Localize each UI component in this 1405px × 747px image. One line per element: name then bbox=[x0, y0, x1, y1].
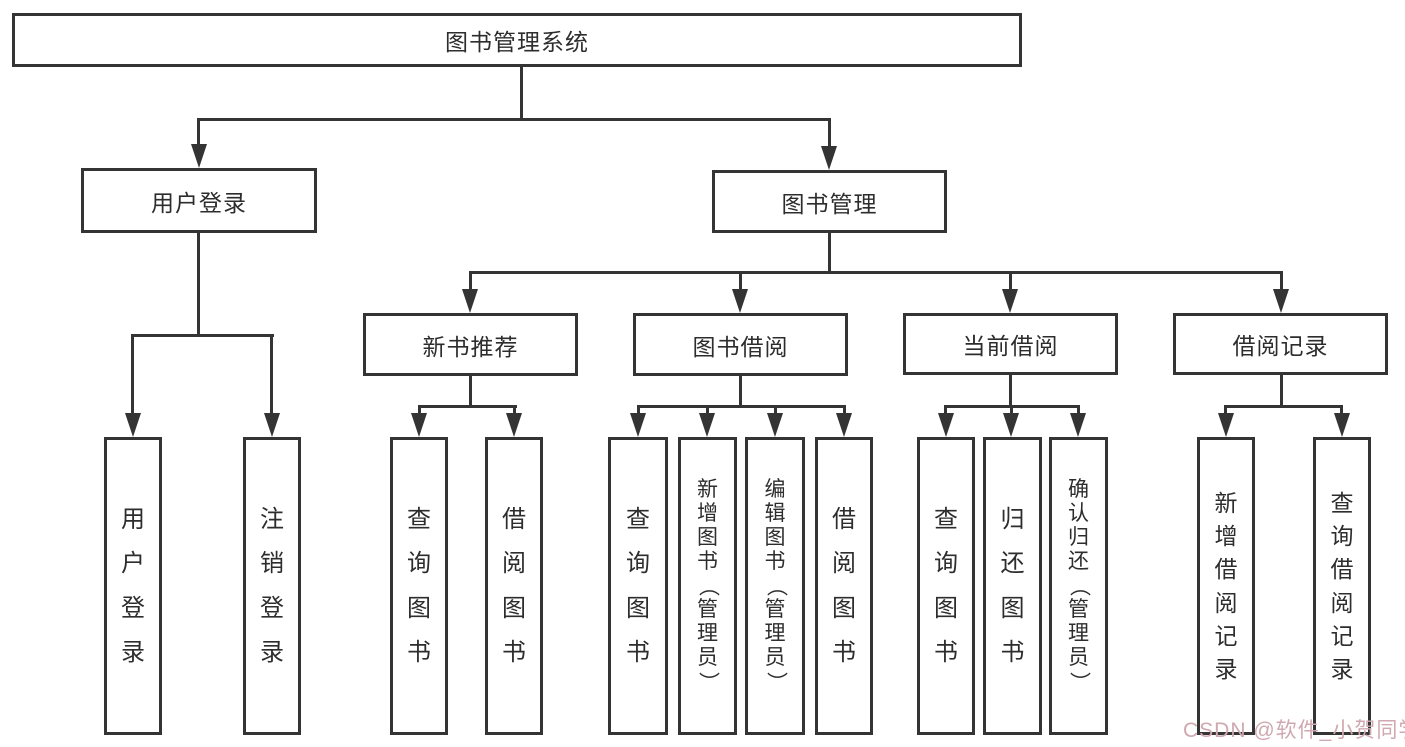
arrowhead-down-icon bbox=[1273, 289, 1289, 313]
connector-line bbox=[198, 118, 831, 121]
arrowhead-down-icon bbox=[264, 413, 280, 437]
arrowhead-down-icon bbox=[732, 289, 748, 313]
connector-line bbox=[469, 271, 472, 293]
node-root: 图书管理系统 bbox=[12, 13, 1022, 67]
arrowhead-down-icon bbox=[506, 413, 522, 437]
arrowhead-down-icon bbox=[938, 413, 954, 437]
leaf-cb-query-books-label: 查询图书 bbox=[934, 506, 958, 666]
leaf-cb-confirm-return-admin-label: 确认归还（管理员） bbox=[1067, 477, 1091, 693]
leaf-user-login: 用户登录 bbox=[104, 437, 162, 735]
leaf-cb-confirm-return-admin: 确认归还（管理员） bbox=[1049, 437, 1108, 735]
connector-line bbox=[637, 405, 846, 408]
node-book-management: 图书管理 bbox=[712, 170, 947, 233]
node-new-book-recommend: 新书推荐 bbox=[363, 313, 578, 376]
arrowhead-down-icon bbox=[191, 144, 207, 168]
node-root-label: 图书管理系统 bbox=[445, 29, 589, 55]
connector-line bbox=[828, 233, 831, 273]
leaf-br-add-record-label: 新增借阅记录 bbox=[1214, 490, 1238, 682]
connector-line bbox=[131, 334, 134, 414]
connector-line bbox=[197, 233, 200, 336]
connector-line bbox=[637, 405, 640, 417]
arrowhead-down-icon bbox=[767, 413, 783, 437]
leaf-logout-login: 注销登录 bbox=[243, 437, 301, 735]
leaf-user-login-label: 用户登录 bbox=[121, 506, 145, 666]
arrowhead-down-icon bbox=[1003, 413, 1019, 437]
leaf-bb-edit-books-admin: 编辑图书（管理员） bbox=[745, 437, 805, 735]
csdn-watermark: CSDN @软件_小贺同学 bbox=[1183, 719, 1405, 742]
node-book-management-label: 图书管理 bbox=[781, 190, 878, 217]
leaf-nbr-query-books: 查询图书 bbox=[390, 437, 448, 735]
leaf-bb-add-books-admin-label: 新增图书（管理员） bbox=[696, 477, 720, 693]
connector-line bbox=[513, 405, 516, 417]
connector-line bbox=[1077, 405, 1080, 417]
connector-line bbox=[1280, 271, 1283, 293]
leaf-bb-add-books-admin: 新增图书（管理员） bbox=[678, 437, 737, 735]
arrowhead-down-icon bbox=[1002, 289, 1018, 313]
connector-line bbox=[1224, 405, 1227, 417]
leaf-cb-return-books: 归还图书 bbox=[983, 437, 1042, 735]
connector-line bbox=[197, 118, 200, 146]
connector-line bbox=[132, 334, 274, 337]
leaf-nbr-borrow-books-label: 借阅图书 bbox=[502, 506, 526, 666]
node-book-borrow: 图书借阅 bbox=[633, 313, 848, 376]
leaf-cb-query-books: 查询图书 bbox=[917, 437, 975, 735]
node-new-book-recommend-label: 新书推荐 bbox=[422, 333, 519, 360]
leaf-bb-borrow-books-label: 借阅图书 bbox=[832, 506, 856, 666]
leaf-logout-login-label: 注销登录 bbox=[260, 506, 284, 666]
arrowhead-down-icon bbox=[1218, 413, 1234, 437]
node-borrow-record: 借阅记录 bbox=[1173, 313, 1388, 375]
arrowhead-down-icon bbox=[1334, 413, 1350, 437]
node-user-login-label: 用户登录 bbox=[151, 189, 247, 216]
connector-line bbox=[1010, 405, 1013, 417]
arrowhead-down-icon bbox=[821, 146, 837, 170]
node-book-borrow-label: 图书借阅 bbox=[692, 333, 789, 360]
connector-line bbox=[739, 376, 742, 407]
node-borrow-record-label: 借阅记录 bbox=[1232, 333, 1329, 359]
leaf-br-query-record: 查询借阅记录 bbox=[1313, 437, 1371, 735]
leaf-cb-return-books-label: 归还图书 bbox=[1000, 506, 1025, 666]
connector-line bbox=[739, 271, 742, 293]
connector-line bbox=[270, 334, 273, 414]
connector-line bbox=[469, 271, 1282, 274]
arrowhead-down-icon bbox=[1070, 413, 1086, 437]
connector-line bbox=[774, 405, 777, 417]
connector-line bbox=[843, 405, 846, 417]
connector-line bbox=[944, 405, 947, 417]
connector-line bbox=[1340, 405, 1343, 417]
leaf-br-add-record: 新增借阅记录 bbox=[1197, 437, 1255, 735]
connector-line bbox=[1280, 375, 1283, 407]
arrowhead-down-icon bbox=[699, 413, 715, 437]
arrowhead-down-icon bbox=[125, 413, 141, 437]
leaf-bb-query-books: 查询图书 bbox=[608, 437, 668, 735]
node-current-borrow: 当前借阅 bbox=[903, 313, 1118, 375]
connector-line bbox=[1009, 375, 1012, 407]
connector-line bbox=[1224, 405, 1343, 408]
connector-line bbox=[706, 405, 709, 417]
leaf-bb-query-books-label: 查询图书 bbox=[626, 506, 650, 666]
leaf-nbr-query-books-label: 查询图书 bbox=[407, 506, 431, 666]
leaf-bb-edit-books-admin-label: 编辑图书（管理员） bbox=[764, 477, 788, 693]
connector-line bbox=[520, 67, 523, 120]
connector-line bbox=[418, 405, 517, 408]
leaf-bb-borrow-books: 借阅图书 bbox=[815, 437, 873, 735]
arrowhead-down-icon bbox=[411, 413, 427, 437]
connector-line bbox=[469, 376, 472, 407]
node-current-borrow-label: 当前借阅 bbox=[962, 333, 1059, 359]
leaf-br-query-record-label: 查询借阅记录 bbox=[1330, 490, 1354, 682]
arrowhead-down-icon bbox=[630, 413, 646, 437]
node-user-login: 用户登录 bbox=[81, 168, 317, 233]
arrowhead-down-icon bbox=[836, 413, 852, 437]
connector-line bbox=[1009, 271, 1012, 293]
leaf-nbr-borrow-books: 借阅图书 bbox=[485, 437, 543, 735]
arrowhead-down-icon bbox=[462, 289, 478, 313]
connector-line bbox=[418, 405, 421, 417]
connector-line bbox=[828, 118, 831, 148]
